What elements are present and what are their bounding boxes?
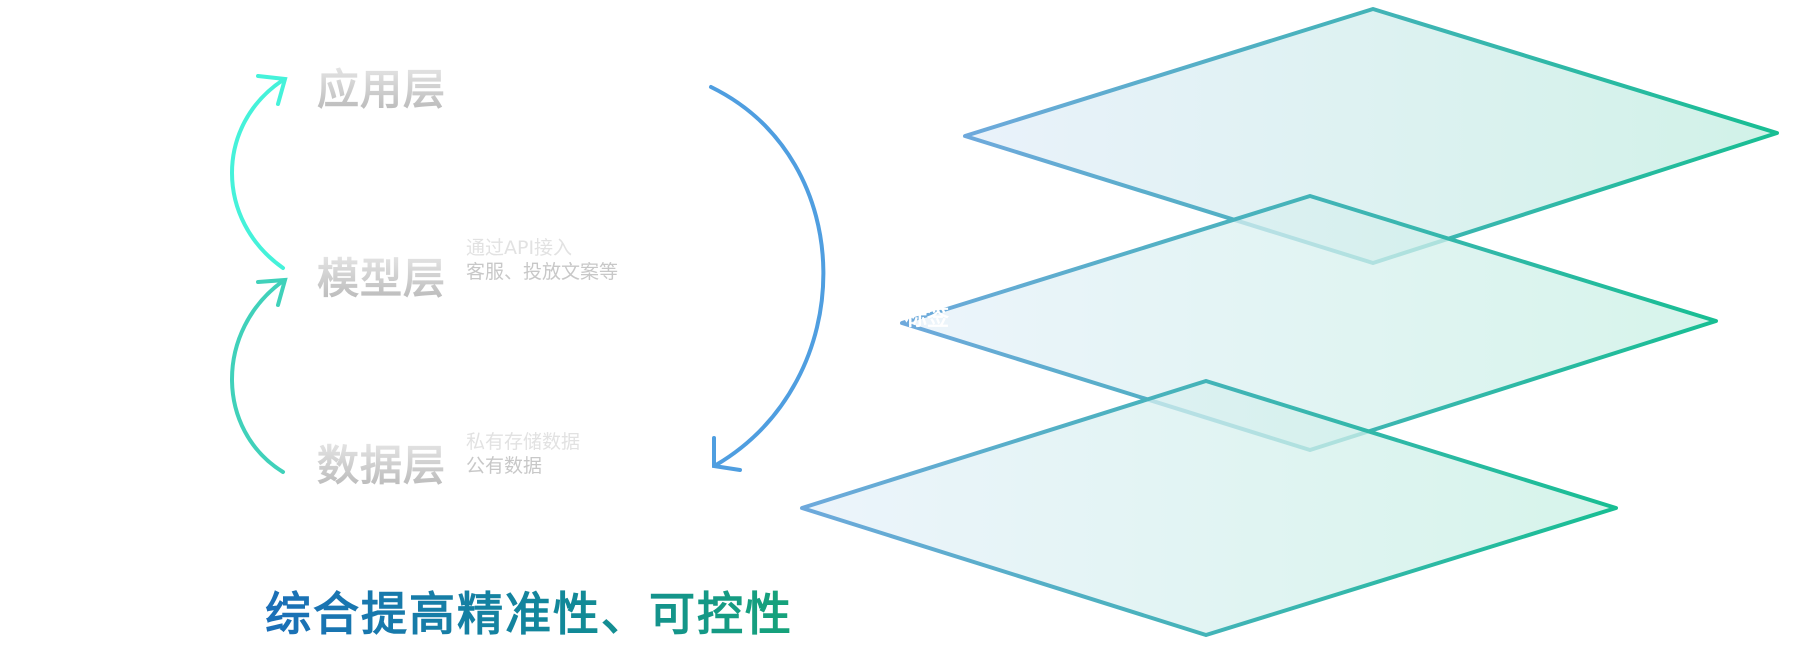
layer-desc-model: 通过API接入 客服、投放文案等 bbox=[466, 236, 618, 284]
headline: 综合提高精准性、可控性 bbox=[265, 578, 793, 644]
layer-desc-line: 公有数据 bbox=[466, 455, 543, 477]
layer-desc-line: 私有存储数据 bbox=[466, 431, 581, 453]
layer-title-data: 数据层 bbox=[317, 432, 446, 493]
layer-desc-line: 通过API接入 bbox=[466, 237, 573, 259]
arrow-up-data-to-model bbox=[230, 277, 288, 474]
layer-title-model: 模型层 bbox=[317, 245, 446, 306]
arrow-up-model-to-app bbox=[230, 74, 288, 270]
layer-desc-data: 私有存储数据 公有数据 bbox=[466, 430, 580, 478]
plane-bottom bbox=[800, 379, 1618, 637]
layer-desc-line: 客服、投放文案等 bbox=[466, 261, 619, 283]
plane-tag: 标签 bbox=[905, 306, 950, 331]
arrow-down-app-to-data bbox=[709, 85, 826, 472]
layer-title-app: 应用层 bbox=[317, 56, 446, 117]
